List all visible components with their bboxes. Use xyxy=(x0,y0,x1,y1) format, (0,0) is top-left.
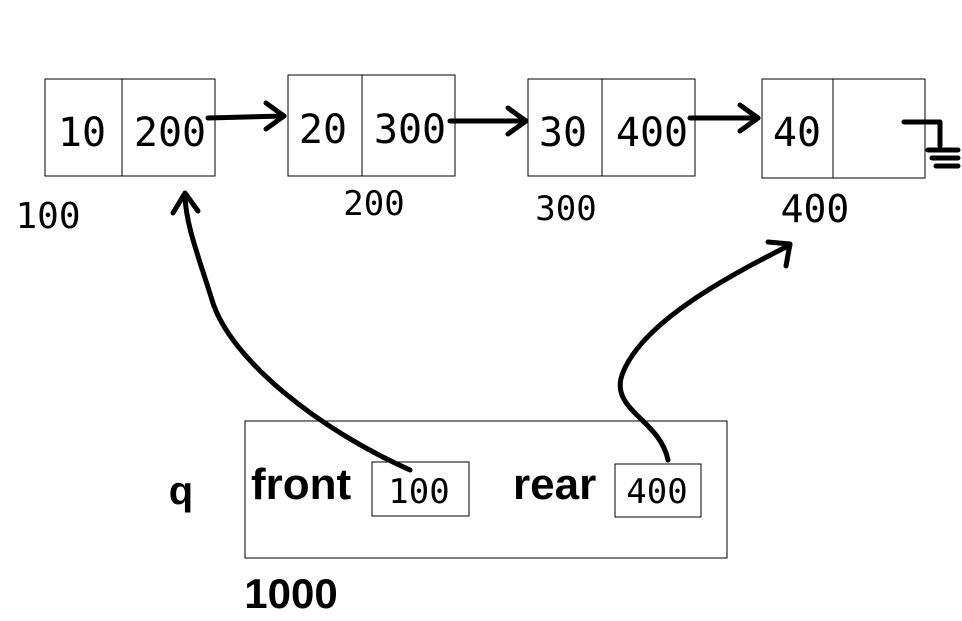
null-ground-icon xyxy=(901,119,961,169)
front-pointer-arrow xyxy=(170,190,413,473)
node-4-address: 400 xyxy=(781,187,850,231)
rear-label: rear xyxy=(513,460,596,509)
node-3-next-cell xyxy=(601,78,696,177)
rear-value: 400 xyxy=(626,472,687,512)
arrow-shaft xyxy=(182,193,413,473)
node-4: 40 400 xyxy=(761,78,926,231)
node-1-next-value: 200 xyxy=(134,110,206,156)
front-label: front xyxy=(251,460,352,509)
rear-pointer-arrow xyxy=(617,239,793,463)
next-pointer-arrow-3-to-4 xyxy=(687,102,761,134)
arrow-head xyxy=(170,190,201,216)
next-pointer-arrow-2-to-3 xyxy=(447,105,529,137)
arrow-head xyxy=(765,239,793,269)
queue-address: 1000 xyxy=(244,570,337,617)
node-1-data-cell xyxy=(44,78,123,177)
next-pointer-arrow-1-to-2 xyxy=(205,100,287,132)
rear-value-cell xyxy=(614,463,702,518)
node-2: 20 300 200 xyxy=(287,74,456,224)
node-3: 30 400 300 xyxy=(527,78,696,229)
node-2-next-value: 300 xyxy=(374,107,446,153)
node-4-data-cell xyxy=(761,78,834,179)
node-3-next-value: 400 xyxy=(616,110,688,156)
arrow-head xyxy=(505,105,529,137)
node-4-data-value: 40 xyxy=(773,110,821,156)
node-1-next-cell xyxy=(121,78,216,177)
node-3-data-value: 30 xyxy=(539,110,587,156)
queue-struct: q front 100 rear 400 1000 xyxy=(169,420,728,617)
node-2-address: 200 xyxy=(343,184,404,224)
node-1-address: 100 xyxy=(15,196,80,237)
front-value: 100 xyxy=(388,472,449,512)
node-4-next-cell xyxy=(832,78,926,179)
arrow-head xyxy=(263,100,287,132)
front-value-cell xyxy=(371,461,470,517)
node-1: 10 200 100 xyxy=(15,78,216,237)
node-1-data-value: 10 xyxy=(58,110,106,156)
node-2-data-value: 20 xyxy=(299,107,347,153)
queue-variable-name: q xyxy=(169,469,193,513)
node-3-data-cell xyxy=(527,78,603,177)
arrow-shaft xyxy=(617,242,793,463)
node-2-data-cell xyxy=(287,74,363,177)
node-3-address: 300 xyxy=(535,189,596,229)
arrow-shaft xyxy=(205,113,287,121)
node-2-next-cell xyxy=(361,74,456,177)
arrow-head xyxy=(737,102,761,134)
